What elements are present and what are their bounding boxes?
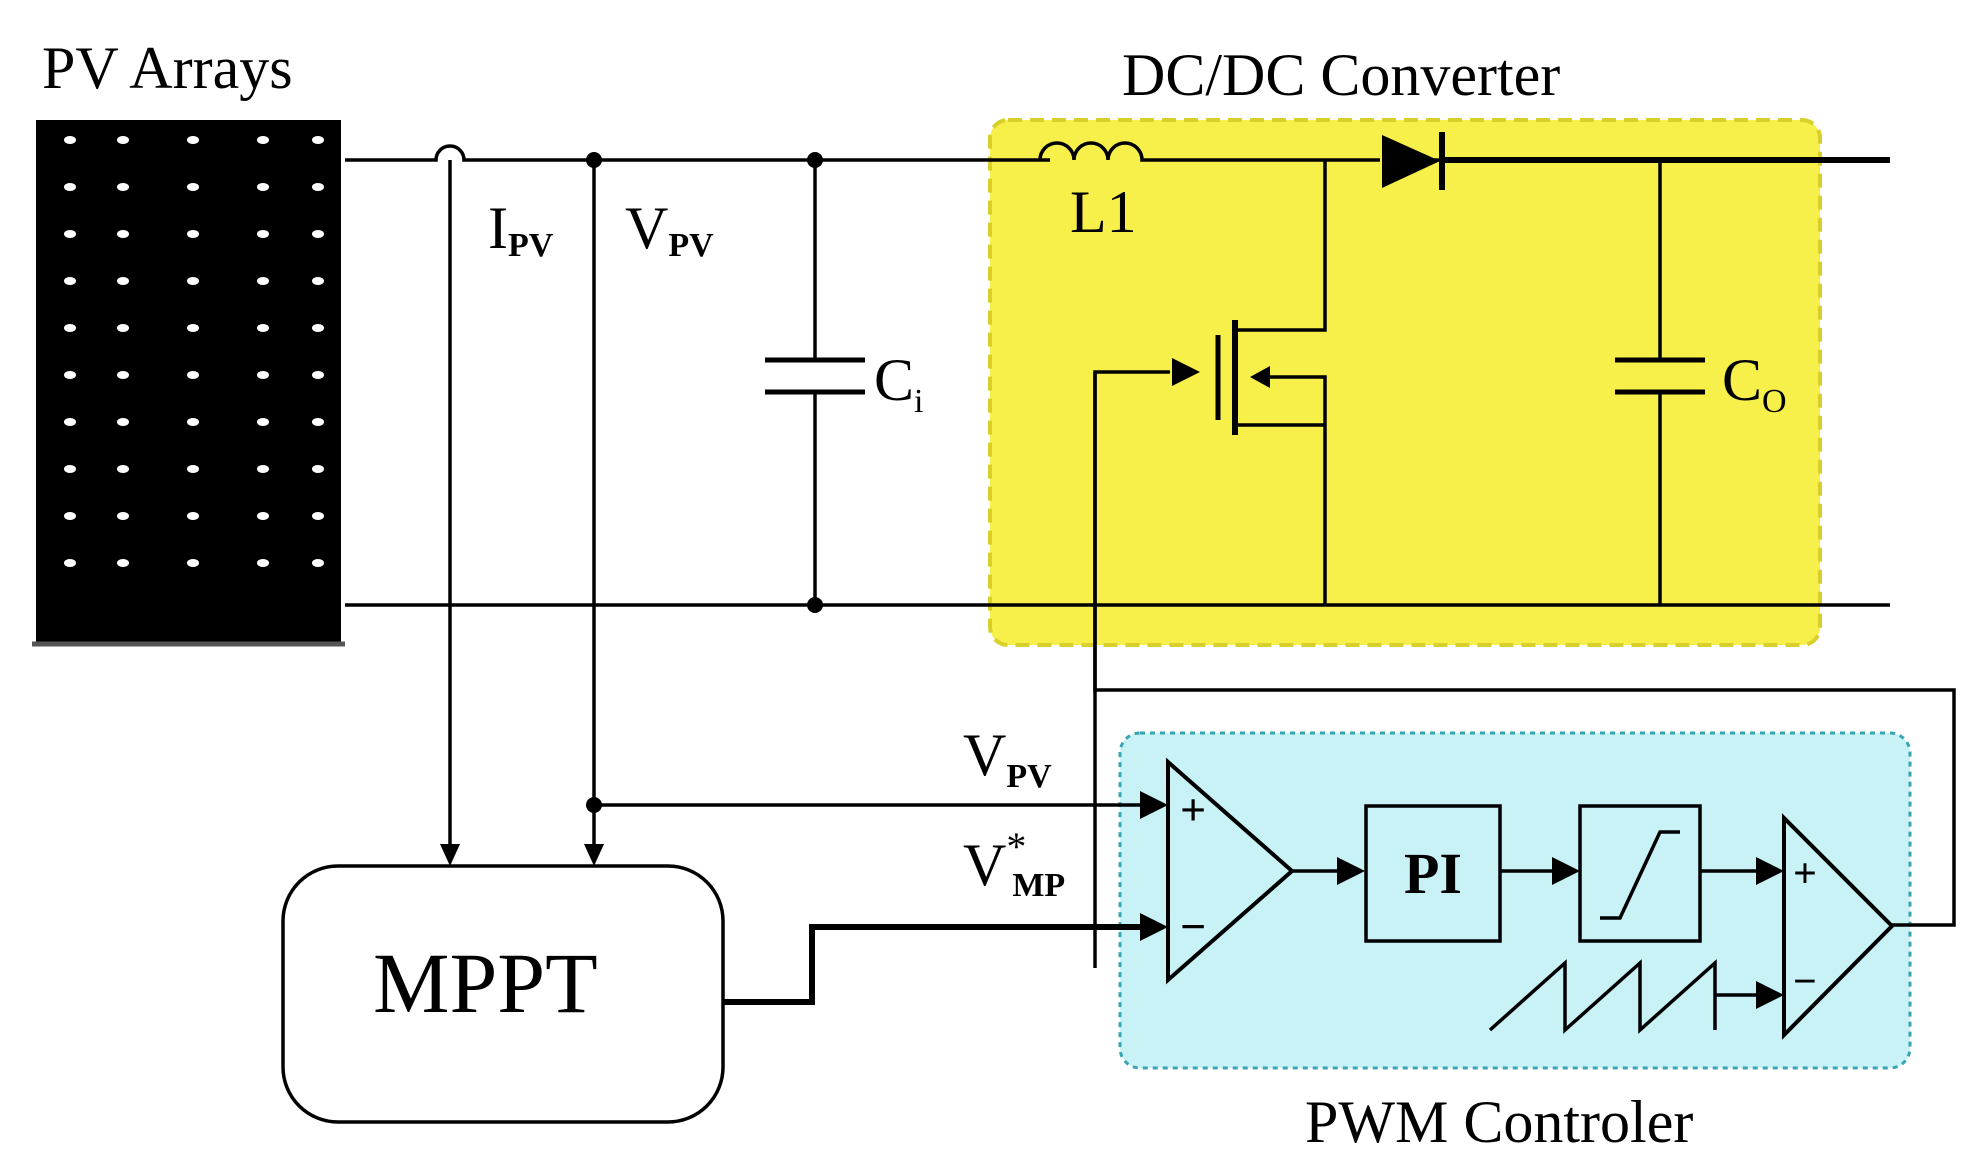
pwm-controller-region [1118, 731, 1912, 1070]
panel-cell-dot [257, 512, 269, 520]
panel-cell-dot [257, 277, 269, 285]
panel-cell-dot [64, 512, 76, 520]
panel-cell-dot [64, 136, 76, 144]
co-label: CO [1722, 347, 1787, 420]
panel-cell-dot [312, 230, 324, 238]
panel-cell-dot [257, 559, 269, 567]
inductor-icon [1038, 141, 1380, 162]
panel-cell-dot [257, 136, 269, 144]
panel-cell-dot [187, 324, 199, 332]
dcdc-converter-label: DC/DC Converter [1122, 42, 1560, 108]
comparator-icon [1166, 757, 1296, 985]
vpv-label: VPV [625, 195, 714, 264]
input-capacitor [765, 160, 865, 605]
panel-cell-dot [64, 465, 76, 473]
arrow-head [440, 844, 460, 866]
panel-cell-dot [117, 230, 129, 238]
pv-arrays-label: PV Arrays [42, 35, 293, 101]
panel-cell-dot [187, 183, 199, 191]
arrow-head [1140, 791, 1168, 819]
panel-cell-dot [117, 183, 129, 191]
sawtooth-icon [1488, 959, 1717, 1034]
plus-sign: + [1180, 784, 1206, 835]
panel-cell-dot [312, 559, 324, 567]
comparator-icon [1782, 813, 1895, 1040]
panel-cell-dot [64, 559, 76, 567]
mosfet-icon [1093, 160, 1327, 968]
dcdc-converter-region [988, 118, 1822, 647]
vmp-signal-label: V*MP [963, 824, 1065, 904]
panel-cell-dot [117, 559, 129, 567]
panel-cell-dot [117, 418, 129, 426]
panel-cell-dot [64, 277, 76, 285]
ci-label: Ci [874, 347, 923, 420]
panel-cell-dot [117, 371, 129, 379]
minus-sign: − [1793, 959, 1817, 1005]
panel-cell-dot [187, 136, 199, 144]
panel-cell-dot [312, 183, 324, 191]
panel-cell-dot [312, 465, 324, 473]
panel-cell-dot [312, 512, 324, 520]
panel-cell-dot [117, 512, 129, 520]
panel-cell-dot [187, 418, 199, 426]
panel-cell-dot [312, 324, 324, 332]
panel-cell-dot [312, 136, 324, 144]
minus-sign: − [1180, 901, 1206, 952]
pwm-controller-label: PWM Controler [1305, 1089, 1693, 1155]
panel-cell-dot [64, 371, 76, 379]
vpv-signal-label: VPV [963, 722, 1052, 795]
inductor-label: L1 [1070, 179, 1137, 245]
panel-cell-dot [117, 277, 129, 285]
panel-cell-dot [187, 371, 199, 379]
panel-cell-dot [257, 183, 269, 191]
panel-cell-dot [64, 324, 76, 332]
panel-cell-dot [117, 324, 129, 332]
panel-cell-dot [312, 418, 324, 426]
mppt-label: MPPT [373, 935, 598, 1031]
mppt-block [281, 864, 725, 1124]
limiter-icon [1578, 804, 1702, 943]
panel-cell-dot [312, 371, 324, 379]
pi-block [1364, 804, 1502, 943]
panel-cell-dot [187, 512, 199, 520]
panel-cell-dot [257, 465, 269, 473]
gate-drive-line [1093, 372, 1956, 927]
panel-cell-dot [257, 418, 269, 426]
arrow-head [1337, 857, 1365, 885]
panel-cell-dot [64, 230, 76, 238]
arrow-head [584, 844, 604, 866]
plus-sign: + [1793, 851, 1817, 897]
output-capacitor [1615, 160, 1705, 605]
panel-cell-dot [187, 559, 199, 567]
vmp-signal-line [723, 924, 1145, 1005]
pi-label: PI [1404, 841, 1462, 906]
panel-cell-dot [312, 277, 324, 285]
diode-icon [1382, 132, 1445, 190]
arrow-head [1756, 857, 1784, 885]
arrow-head [1756, 981, 1784, 1009]
panel-cell-dot [187, 230, 199, 238]
panel-cell-dot [64, 418, 76, 426]
ipv-label: IPV [488, 195, 554, 264]
panel-cell-dot [187, 465, 199, 473]
panel-cell-dot [64, 183, 76, 191]
panel-cell-dot [117, 136, 129, 144]
panel-cell-dot [257, 371, 269, 379]
arrow-head [1552, 857, 1580, 885]
panel-cell-dot [117, 465, 129, 473]
arrow-head [1140, 913, 1168, 941]
panel-cell-dot [257, 324, 269, 332]
panel-cell-dot [187, 277, 199, 285]
panel-cell-dot [257, 230, 269, 238]
solar-panel-icon [32, 120, 345, 647]
